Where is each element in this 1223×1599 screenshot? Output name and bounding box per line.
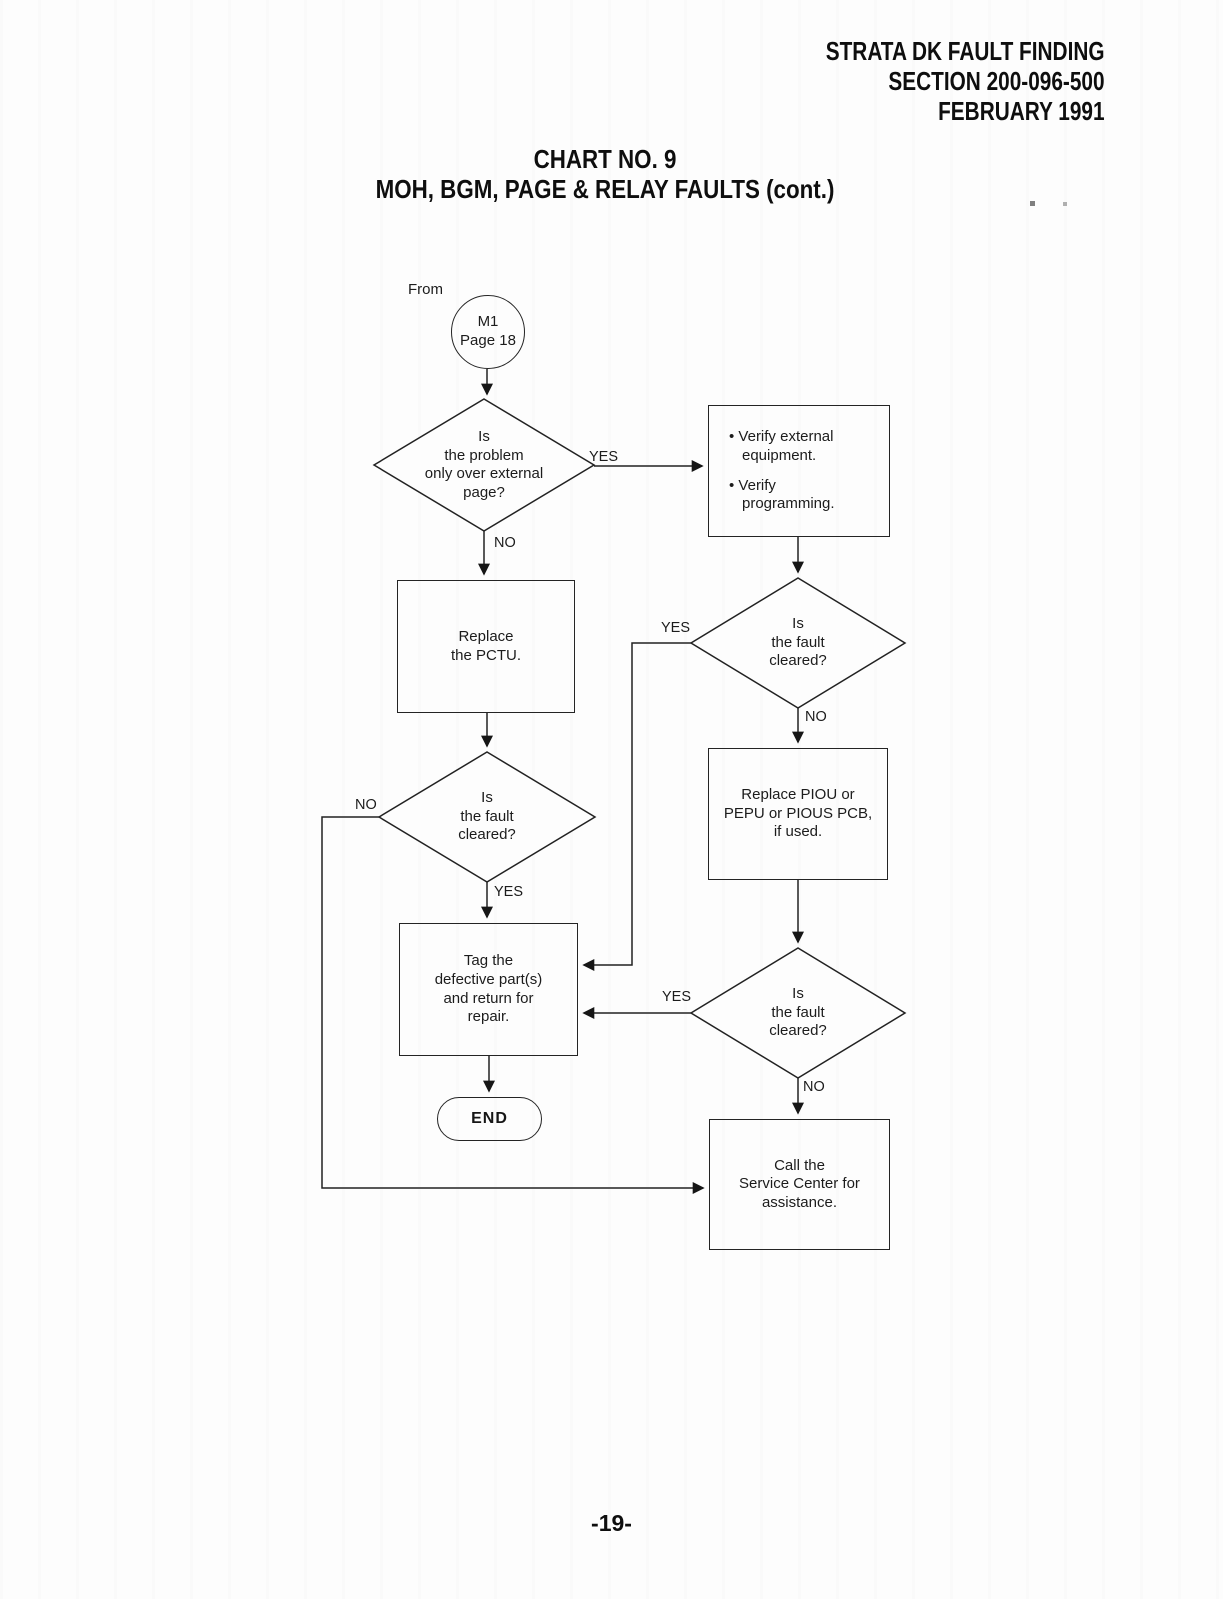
label-no-fault-right2: NO: [803, 1079, 825, 1095]
replace-piou-label: Replace PIOU or PEPU or PIOUS PCB, if us…: [723, 786, 873, 841]
chart-title: CHART NO. 9 MOH, BGM, PAGE & RELAY FAULT…: [0, 144, 1210, 204]
process-tag-box: Tag the defective part(s) and return for…: [399, 923, 578, 1056]
label-no-external: NO: [494, 535, 516, 551]
from-label: From: [408, 281, 443, 298]
decision-external-page-label: Is the problem only over external page?: [424, 428, 544, 501]
process-verify-box: • Verify external equipment. • Verify pr…: [708, 405, 890, 537]
verify-bullet-1: • Verify external equipment.: [729, 428, 834, 464]
label-yes-fault-right1: YES: [661, 620, 691, 636]
decision-fault-cleared-left: Is the fault cleared?: [387, 789, 587, 845]
header-line-1: STRATA DK FAULT FINDING: [826, 36, 1105, 66]
decision-fault-cleared-right1: Is the fault cleared?: [698, 615, 898, 671]
label-no-fault-right1: NO: [805, 709, 827, 725]
label-no-fault-left: NO: [355, 797, 377, 813]
decision-fault-cleared-right2: Is the fault cleared?: [698, 985, 898, 1041]
process-call-service-box: Call the Service Center for assistance.: [709, 1119, 890, 1250]
process-replace-piou-box: Replace PIOU or PEPU or PIOUS PCB, if us…: [708, 748, 888, 880]
replace-pctu-label: Replace the PCTU.: [450, 627, 522, 664]
chart-title-line-1: CHART NO. 9: [533, 144, 677, 174]
connector-m1: M1 Page 18: [451, 295, 525, 369]
process-replace-pctu-box: Replace the PCTU.: [397, 580, 575, 713]
label-yes-fault-left: YES: [494, 884, 524, 900]
header-line-3: FEBRUARY 1991: [938, 96, 1105, 126]
edge-decision-l-no-to-call: [321, 816, 705, 1194]
chart-title-line-2: MOH, BGM, PAGE & RELAY FAULTS (cont.): [375, 174, 835, 204]
decision-fault-cleared-left-label: Is the fault cleared?: [458, 789, 516, 844]
verify-bullet-2: • Verify programming.: [729, 476, 835, 513]
label-yes-external: YES: [589, 449, 619, 465]
page-number: -19-: [591, 1510, 632, 1536]
decision-external-page: Is the problem only over external page?: [374, 428, 594, 502]
decision-fault-cleared-right2-label: Is the fault cleared?: [769, 985, 827, 1040]
edge-decision-r1-yes-to-tag: [582, 642, 691, 971]
call-service-label: Call the Service Center for assistance.: [739, 1156, 860, 1211]
decision-fault-cleared-right1-label: Is the fault cleared?: [769, 615, 827, 670]
header-line-2: SECTION 200-096-500: [888, 66, 1105, 96]
label-yes-fault-right2: YES: [662, 989, 692, 1005]
document-header: STRATA DK FAULT FINDING SECTION 200-096-…: [756, 36, 1105, 126]
connector-m1-label: M1 Page 18: [460, 313, 516, 349]
scan-artifact: [1063, 202, 1067, 206]
end-label: END: [471, 1110, 508, 1127]
scan-artifact: [1030, 201, 1035, 206]
terminator-end: END: [437, 1097, 542, 1141]
tag-defective-label: Tag the defective part(s) and return for…: [434, 952, 543, 1026]
